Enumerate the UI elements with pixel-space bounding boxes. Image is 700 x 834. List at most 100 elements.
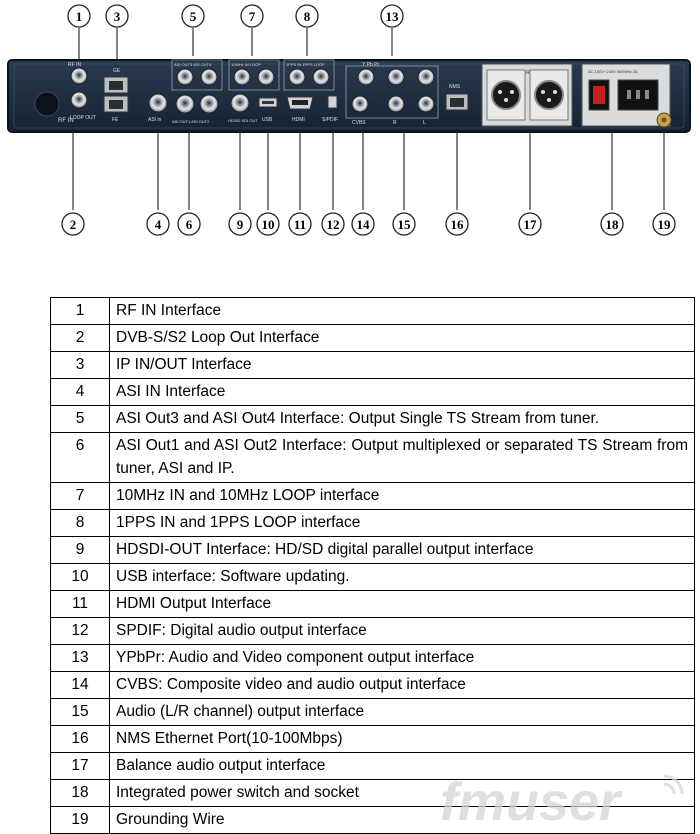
callout-10: 10 [262,217,275,232]
row-number: 7 [50,482,110,510]
audio-l-connector[interactable] [417,95,435,113]
asi-out1-connector[interactable] [175,94,195,114]
asi-in-label: ASI in [148,117,162,123]
callout-14: 14 [357,217,371,232]
power-label: AC 100V~240V 50/60Hz 2A [588,69,638,74]
row-number: 5 [50,405,110,433]
callout-16: 16 [451,217,465,232]
row-number: 11 [50,590,110,618]
callout-13: 13 [386,9,400,24]
usb-label: USB [262,117,273,123]
spdif-port[interactable] [327,95,338,109]
watermark-text: fmuser [440,772,623,830]
callouts-top: 1 3 5 7 8 13 [67,4,404,28]
callout-5: 5 [190,9,197,24]
row-description: 1PPS IN and 1PPS LOOP interface [109,509,695,537]
rf-in-side-label: RF IN [58,118,74,124]
row-number: 16 [50,725,110,753]
row-description: ASI Out3 and ASI Out4 Interface: Output … [109,405,695,433]
rf-in-top-label: RF IN [68,62,81,68]
cvbs-connector[interactable] [351,95,369,113]
callout-8: 8 [304,9,311,24]
asi-out34-label: ASI OUT3 ASI OUT4 [174,62,212,67]
row-description: Balance audio output interface [109,752,695,780]
row-description: USB interface: Software updating. [109,563,695,591]
1pps-in-connector[interactable] [288,68,306,86]
rf-in-knob [34,91,60,117]
row-number: 1 [50,297,110,325]
hdsdi-label: HD/SD SDI OUT [228,118,258,123]
ypbpr-y-connector[interactable] [357,68,375,86]
asi-in-connector[interactable] [148,93,168,113]
row-description: DVB-S/S2 Loop Out Interface [109,324,695,352]
1pps-loop-connector[interactable] [312,68,330,86]
callout-11: 11 [294,217,306,232]
row-number: 18 [50,779,110,807]
ypbpr-label: Y Pb Pr [362,62,379,68]
asi-out12-label: ASI OUT1 ASI OUT2 [172,119,210,124]
row-number: 3 [50,351,110,379]
hdmi-label: HDMI [292,117,305,123]
callout-18: 18 [606,217,620,232]
callout-7: 7 [249,9,256,24]
row-description: 10MHz IN and 10MHz LOOP interface [109,482,695,510]
row-number: 8 [50,509,110,537]
hdsdi-out-connector[interactable] [230,93,250,113]
fe-label: FE [112,117,119,123]
row-number: 14 [50,671,110,699]
callout-1: 1 [76,9,83,24]
asi-out2-connector[interactable] [199,94,219,114]
l-label: L [423,120,426,126]
callout-15: 15 [398,217,412,232]
row-description: IP IN/OUT Interface [109,351,695,379]
cvbs-label: CVBS [352,120,366,126]
row-description: ASI Out1 and ASI Out2 Interface: Output … [109,432,695,483]
callouts-bottom: 2 4 6 9 10 11 12 14 15 16 17 18 19 [61,212,676,236]
10mhz-loop-connector[interactable] [257,68,275,86]
audio-r-connector[interactable] [387,95,405,113]
row-number: 9 [50,536,110,564]
spdif-label: S/PDIF [322,117,338,123]
rear-panel-diagram: RF IN RF IN LOOP OUT GE FE ASI in ASI OU… [7,4,691,236]
row-number: 19 [50,806,110,834]
row-description: ASI IN Interface [109,378,695,406]
row-number: 10 [50,563,110,591]
xlr-left-connector[interactable] [491,80,521,110]
row-number: 17 [50,752,110,780]
row-description: CVBS: Composite video and audio output i… [109,671,695,699]
ge-label: GE [113,68,121,74]
rf-in-connector[interactable] [70,67,88,85]
callout-19: 19 [658,217,672,232]
loop-out-connector[interactable] [70,91,88,109]
asi-out3-connector[interactable] [176,68,194,86]
pps-label: 1PPS IN 1PPS LOOP [286,62,325,67]
row-number: 13 [50,644,110,672]
r-label: R [393,120,397,126]
loop-out-label: LOOP OUT [70,115,96,121]
asi-out4-connector[interactable] [200,68,218,86]
10mhz-in-connector[interactable] [233,68,251,86]
row-description: Audio (L/R channel) output interface [109,698,695,726]
ypbpr-pb-connector[interactable] [387,68,405,86]
xlr-right-connector[interactable] [534,80,564,110]
row-description: RF IN Interface [109,297,695,325]
signal-waves-icon [663,774,684,795]
row-description: NMS Ethernet Port(10-100Mbps) [109,725,695,753]
callout-12: 12 [327,217,340,232]
ypbpr-pr-connector[interactable] [417,68,435,86]
row-description: SPDIF: Digital audio output interface [109,617,695,645]
